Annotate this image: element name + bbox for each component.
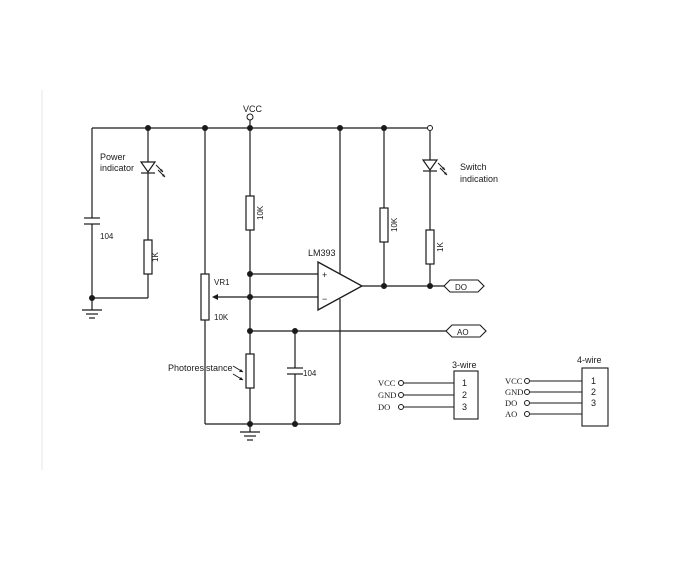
junction-led (427, 283, 433, 289)
power-led (139, 128, 166, 240)
resistor-1k-right (425, 229, 435, 286)
resistor-mid-label: 10K (256, 205, 265, 220)
capacitor-mid-label: 104 (303, 369, 317, 378)
output-ao-label: AO (457, 328, 469, 337)
connector-4wire-pin-3: 3 (591, 398, 596, 408)
vcc-rail (92, 113, 430, 129)
vr1-label: VR1 (214, 278, 230, 287)
connector-3wire-pin-3: 3 (462, 402, 467, 412)
connector-4wire-title: 4-wire (577, 355, 602, 365)
connector-3wire-pin-1: 1 (462, 378, 467, 388)
connector-3wire-body (453, 370, 479, 420)
vr1-value-label: 10K (214, 313, 229, 322)
power-indicator-label-1: Power (100, 152, 126, 162)
comparator-minus: − (322, 294, 327, 304)
resistor-10k-right (379, 128, 389, 286)
switch-indication-label-2: indication (460, 174, 498, 184)
vcc-label: VCC (243, 104, 263, 114)
connector-4wire-pin-1: 1 (591, 376, 596, 386)
potentiometer-vr1 (200, 128, 250, 424)
connector-3wire-signal-vcc: VCC (378, 378, 396, 388)
resistor-right1-label: 10K (390, 217, 399, 232)
connector-3wire-signal-do: DO (378, 402, 390, 412)
resistor-10k-mid (245, 128, 255, 354)
ground-left (82, 295, 102, 319)
photoresistor (232, 353, 255, 424)
switch-led (421, 131, 448, 230)
capacitor-left-label: 104 (100, 232, 114, 241)
resistor-left-label: 1K (151, 252, 160, 262)
connector-4wire-signal-ao: AO (505, 409, 517, 419)
capacitor-mid (287, 331, 303, 424)
photoresistance-label: Photoresistance (168, 363, 233, 373)
comparator-label: LM393 (308, 248, 336, 258)
switch-indication-label-1: Switch (460, 162, 487, 172)
output-do-label: DO (455, 283, 467, 292)
ground-rail (205, 421, 340, 441)
connector-3wire-title: 3-wire (452, 360, 477, 370)
resistor-right2-label: 1K (436, 242, 445, 252)
connector-3wire-signal-gnd: GND (378, 390, 396, 400)
connector-4wire-pins (524, 378, 582, 417)
junction-do (381, 283, 387, 289)
connector-4wire-body (581, 367, 609, 427)
rail-junctions (145, 125, 433, 131)
output-do-tag (443, 279, 485, 293)
connector-4wire-signal-do: DO (505, 398, 517, 408)
connector-3wire-pin-2: 2 (462, 390, 467, 400)
comparator-lm393 (250, 128, 444, 424)
comparator-plus: + (322, 270, 327, 280)
connector-4wire-pin-2: 2 (591, 387, 596, 397)
connector-4wire-signal-vcc: VCC (505, 376, 523, 386)
connector-4wire-signal-gnd: GND (505, 387, 523, 397)
output-ao-tag (445, 324, 487, 338)
resistor-1k-left (143, 239, 153, 298)
power-indicator-label-2: indicator (100, 163, 134, 173)
capacitor-left (84, 128, 100, 298)
connector-3wire-pins (398, 380, 454, 410)
